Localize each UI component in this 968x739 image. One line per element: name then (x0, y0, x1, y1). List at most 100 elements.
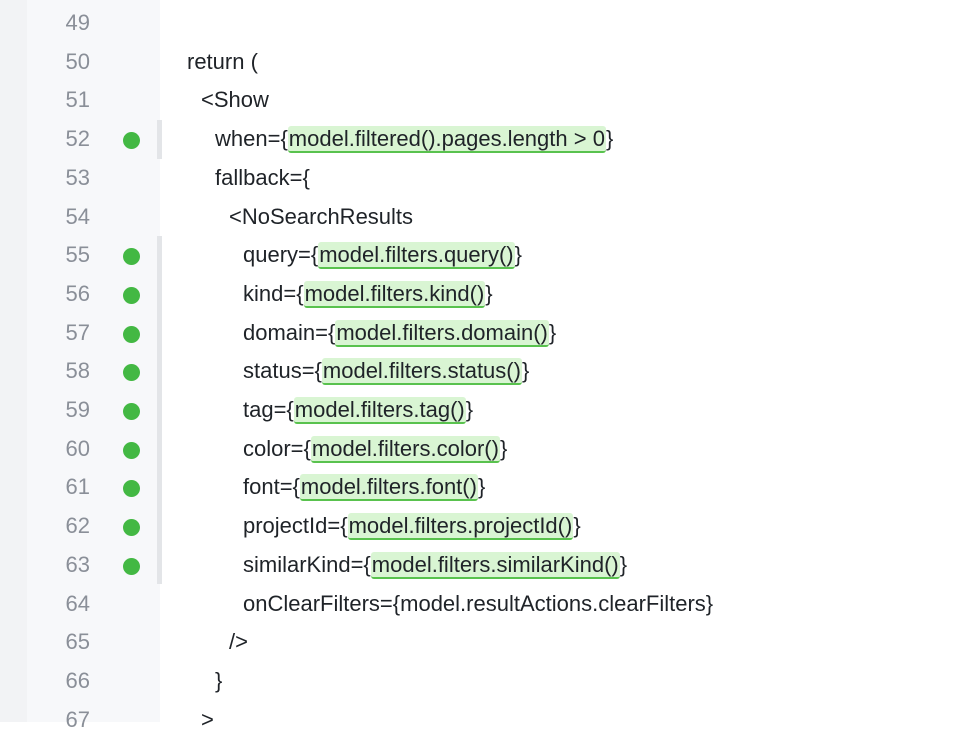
covered-dot-icon (123, 403, 140, 420)
coverage-bar (157, 236, 162, 275)
code-segment: return ( (187, 48, 258, 74)
code-segment: } (499, 435, 508, 461)
line-number: 56 (65, 280, 90, 306)
coverage-bar (157, 120, 162, 159)
code-segment: fallback={ (215, 164, 310, 190)
coverage-bar (157, 545, 162, 585)
line-number: 54 (65, 203, 90, 229)
covered-dot-icon (123, 557, 140, 575)
code-segment: query={ (243, 242, 319, 268)
code-text: kind={model.filters.kind()} (243, 275, 493, 314)
code-segment: } (605, 126, 614, 152)
covered-dot-icon (123, 132, 140, 150)
code-line[interactable]: 60 color={model.filters.color()} (0, 429, 968, 469)
code-segment: color={ (243, 435, 311, 461)
coverage-bar (157, 429, 162, 469)
covered-expression-highlight: model.filters.projectId() (347, 513, 574, 541)
coverage-bar (157, 507, 162, 546)
line-number: 58 (65, 358, 90, 384)
code-segment: <NoSearchResults (229, 203, 414, 229)
line-number: 63 (65, 551, 90, 577)
covered-expression-highlight: model.filters.query() (318, 242, 515, 270)
line-number-gutter (27, 0, 160, 722)
code-line[interactable]: 49 (0, 4, 968, 43)
covered-dot-icon (123, 480, 140, 498)
code-segment: font={ (243, 474, 300, 500)
editor-left-strip (0, 0, 27, 722)
line-number: 50 (65, 48, 90, 74)
code-text: return ( (187, 43, 258, 82)
covered-dot-icon (123, 248, 140, 266)
code-text: color={model.filters.color()} (243, 430, 507, 469)
code-segment: <Show (201, 87, 269, 113)
code-text: > (201, 701, 214, 739)
code-line[interactable]: 54 <NoSearchResults (0, 198, 968, 237)
code-text: onClearFilters={model.resultActions.clea… (243, 585, 713, 624)
line-number: 66 (65, 667, 90, 693)
code-line[interactable]: 66} (0, 662, 968, 701)
code-line[interactable]: 65 /> (0, 623, 968, 662)
code-line[interactable]: 57 domain={model.filters.domain()} (0, 313, 968, 353)
line-number: 55 (65, 242, 90, 268)
line-number: 60 (65, 435, 90, 461)
code-segment: kind={ (243, 280, 304, 306)
line-number: 53 (65, 164, 90, 190)
coverage-bar (157, 274, 162, 314)
coverage-bar (157, 352, 162, 391)
line-number: 67 (65, 706, 90, 732)
code-segment: similarKind={ (243, 551, 371, 577)
code-line[interactable]: 55 query={model.filters.query()} (0, 236, 968, 275)
covered-expression-highlight: model.filters.kind() (303, 280, 486, 308)
code-line[interactable]: 53 fallback={ (0, 159, 968, 198)
code-segment: status={ (243, 358, 322, 384)
line-number: 65 (65, 629, 90, 655)
code-text: <NoSearchResults (229, 198, 413, 237)
code-line[interactable]: 51<Show (0, 81, 968, 120)
line-number: 61 (65, 474, 90, 500)
code-text: } (215, 662, 222, 701)
covered-expression-highlight: model.filters.domain() (335, 319, 549, 347)
code-segment: projectId={ (243, 513, 348, 539)
code-text: font={model.filters.font()} (243, 468, 485, 507)
code-line[interactable]: 56 kind={model.filters.kind()} (0, 274, 968, 314)
covered-expression-highlight: model.filters.tag() (293, 397, 466, 424)
code-text: domain={model.filters.domain()} (243, 314, 556, 353)
covered-expression-highlight: model.filters.status() (321, 358, 522, 386)
code-text: projectId={model.filters.projectId()} (243, 507, 581, 546)
code-segment: } (548, 319, 557, 345)
code-line[interactable]: 61 font={model.filters.font()} (0, 468, 968, 508)
line-number: 52 (65, 126, 90, 152)
code-line[interactable]: 50 return ( (0, 43, 968, 82)
code-segment: } (485, 280, 493, 306)
code-text: /> (229, 623, 248, 662)
coverage-bar (157, 468, 162, 508)
line-number: 57 (65, 319, 90, 345)
code-line[interactable]: 63 similarKind={model.filters.similarKind… (0, 545, 968, 585)
code-text: when={model.filtered().pages.length > 0} (215, 120, 613, 159)
code-text: status={model.filters.status()} (243, 352, 529, 391)
covered-dot-icon (123, 441, 140, 459)
covered-expression-highlight: model.filtered().pages.length > 0 (287, 126, 606, 154)
covered-dot-icon (123, 286, 140, 304)
code-segment: } (514, 242, 522, 268)
code-line[interactable]: 58 status={model.filters.status()} (0, 352, 968, 391)
code-segment: } (215, 667, 223, 693)
code-segment: when={ (215, 126, 288, 152)
code-segment: tag={ (243, 397, 294, 422)
covered-expression-highlight: model.filters.similarKind() (370, 551, 620, 579)
code-segment: } (619, 551, 628, 577)
code-text: similarKind={model.filters.similarKind()… (243, 546, 627, 585)
covered-dot-icon (123, 364, 140, 382)
code-line[interactable]: 52 when={model.filtered().pages.length > … (0, 120, 968, 159)
covered-expression-highlight: model.filters.font() (299, 474, 478, 502)
code-line[interactable]: 67 > (0, 701, 968, 739)
line-number: 59 (65, 397, 90, 422)
code-segment: > (201, 706, 214, 732)
code-segment: onClearFilters={model.resultActions.clea… (243, 590, 714, 616)
coverage-bar (157, 391, 162, 430)
